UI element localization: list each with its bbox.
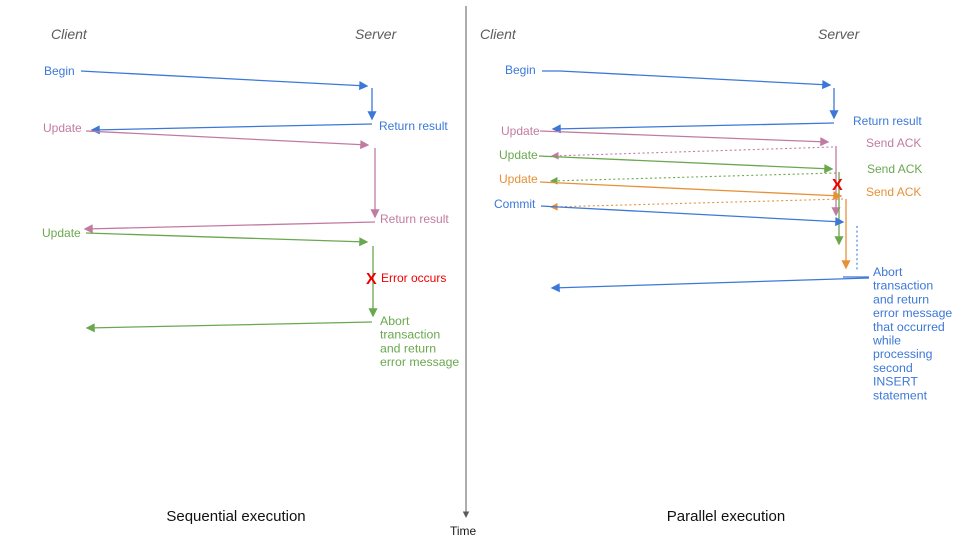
right-send-ack-3-label: Send ACK (866, 185, 921, 199)
left-return-result-1-arrow (90, 123, 373, 135)
left-return-result-2-label: Return result (380, 212, 449, 226)
right-abort-line: error message (873, 306, 952, 320)
left-update-2-label: Update (42, 226, 81, 240)
right-commit-request-arrow (540, 205, 845, 227)
left-client-header: Client (51, 26, 88, 42)
right-abort-line: second (873, 361, 913, 375)
sequential-panel: Client Server Begin Return result Update… (42, 26, 459, 525)
left-update-1-request-arrow (85, 130, 370, 150)
right-abort-line: processing (873, 347, 933, 361)
right-return-result-label: Return result (853, 114, 922, 128)
right-abort-line: Abort (873, 265, 903, 279)
right-error-x-mark: X (832, 177, 843, 194)
right-update-3-label: Update (499, 172, 538, 186)
left-return-result-2-arrow (83, 221, 376, 234)
left-abort-return-arrow (85, 321, 373, 333)
sequential-execution-caption: Sequential execution (166, 508, 305, 525)
left-error-x-mark: X (366, 271, 377, 288)
left-update-1-label: Update (43, 121, 82, 135)
right-update-2-label: Update (499, 148, 538, 162)
left-abort-line: and return (380, 341, 436, 355)
left-abort-line: error message (380, 355, 459, 369)
left-abort-line: Abort (380, 314, 410, 328)
right-update-2-request-arrow (538, 155, 834, 174)
right-update-1-label: Update (501, 124, 540, 138)
right-ack-3-arrow (549, 198, 844, 211)
left-begin-request-arrow (80, 70, 369, 91)
right-server-header: Server (818, 26, 861, 42)
right-ack-1-arrow (550, 146, 834, 160)
left-begin-label: Begin (44, 64, 75, 78)
right-abort-line: while (872, 334, 901, 348)
right-ack-2-arrow (549, 172, 837, 185)
left-abort-annotation: Abort transaction and return error messa… (380, 314, 459, 369)
left-return-result-1-label: Return result (379, 119, 448, 133)
right-abort-line: that occurred (873, 320, 945, 334)
time-axis-label: Time (450, 524, 477, 538)
right-begin-label: Begin (505, 63, 536, 77)
right-send-ack-2-label: Send ACK (867, 162, 922, 176)
right-return-result-arrow (551, 122, 835, 134)
parallel-panel: Client Server Begin Return result Update… (480, 26, 952, 525)
right-update-1-request-arrow (539, 130, 830, 147)
right-abort-line: transaction (873, 279, 933, 293)
right-client-header: Client (480, 26, 517, 42)
right-abort-return-arrow (550, 277, 870, 293)
left-server-header: Server (355, 26, 398, 42)
left-abort-line: transaction (380, 328, 440, 342)
left-error-occurs-label: Error occurs (381, 271, 446, 285)
parallel-execution-caption: Parallel execution (667, 508, 785, 525)
right-abort-line: INSERT (873, 375, 918, 389)
right-abort-annotation: Abort transaction and return error messa… (872, 265, 952, 402)
left-update-2-request-arrow (85, 232, 369, 247)
right-abort-line: statement (873, 388, 928, 402)
right-update-3-request-arrow (539, 181, 843, 201)
right-abort-line: and return (873, 292, 929, 306)
right-begin-request-arrow (542, 70, 832, 90)
right-send-ack-1-label: Send ACK (866, 136, 921, 150)
right-commit-label: Commit (494, 197, 536, 211)
